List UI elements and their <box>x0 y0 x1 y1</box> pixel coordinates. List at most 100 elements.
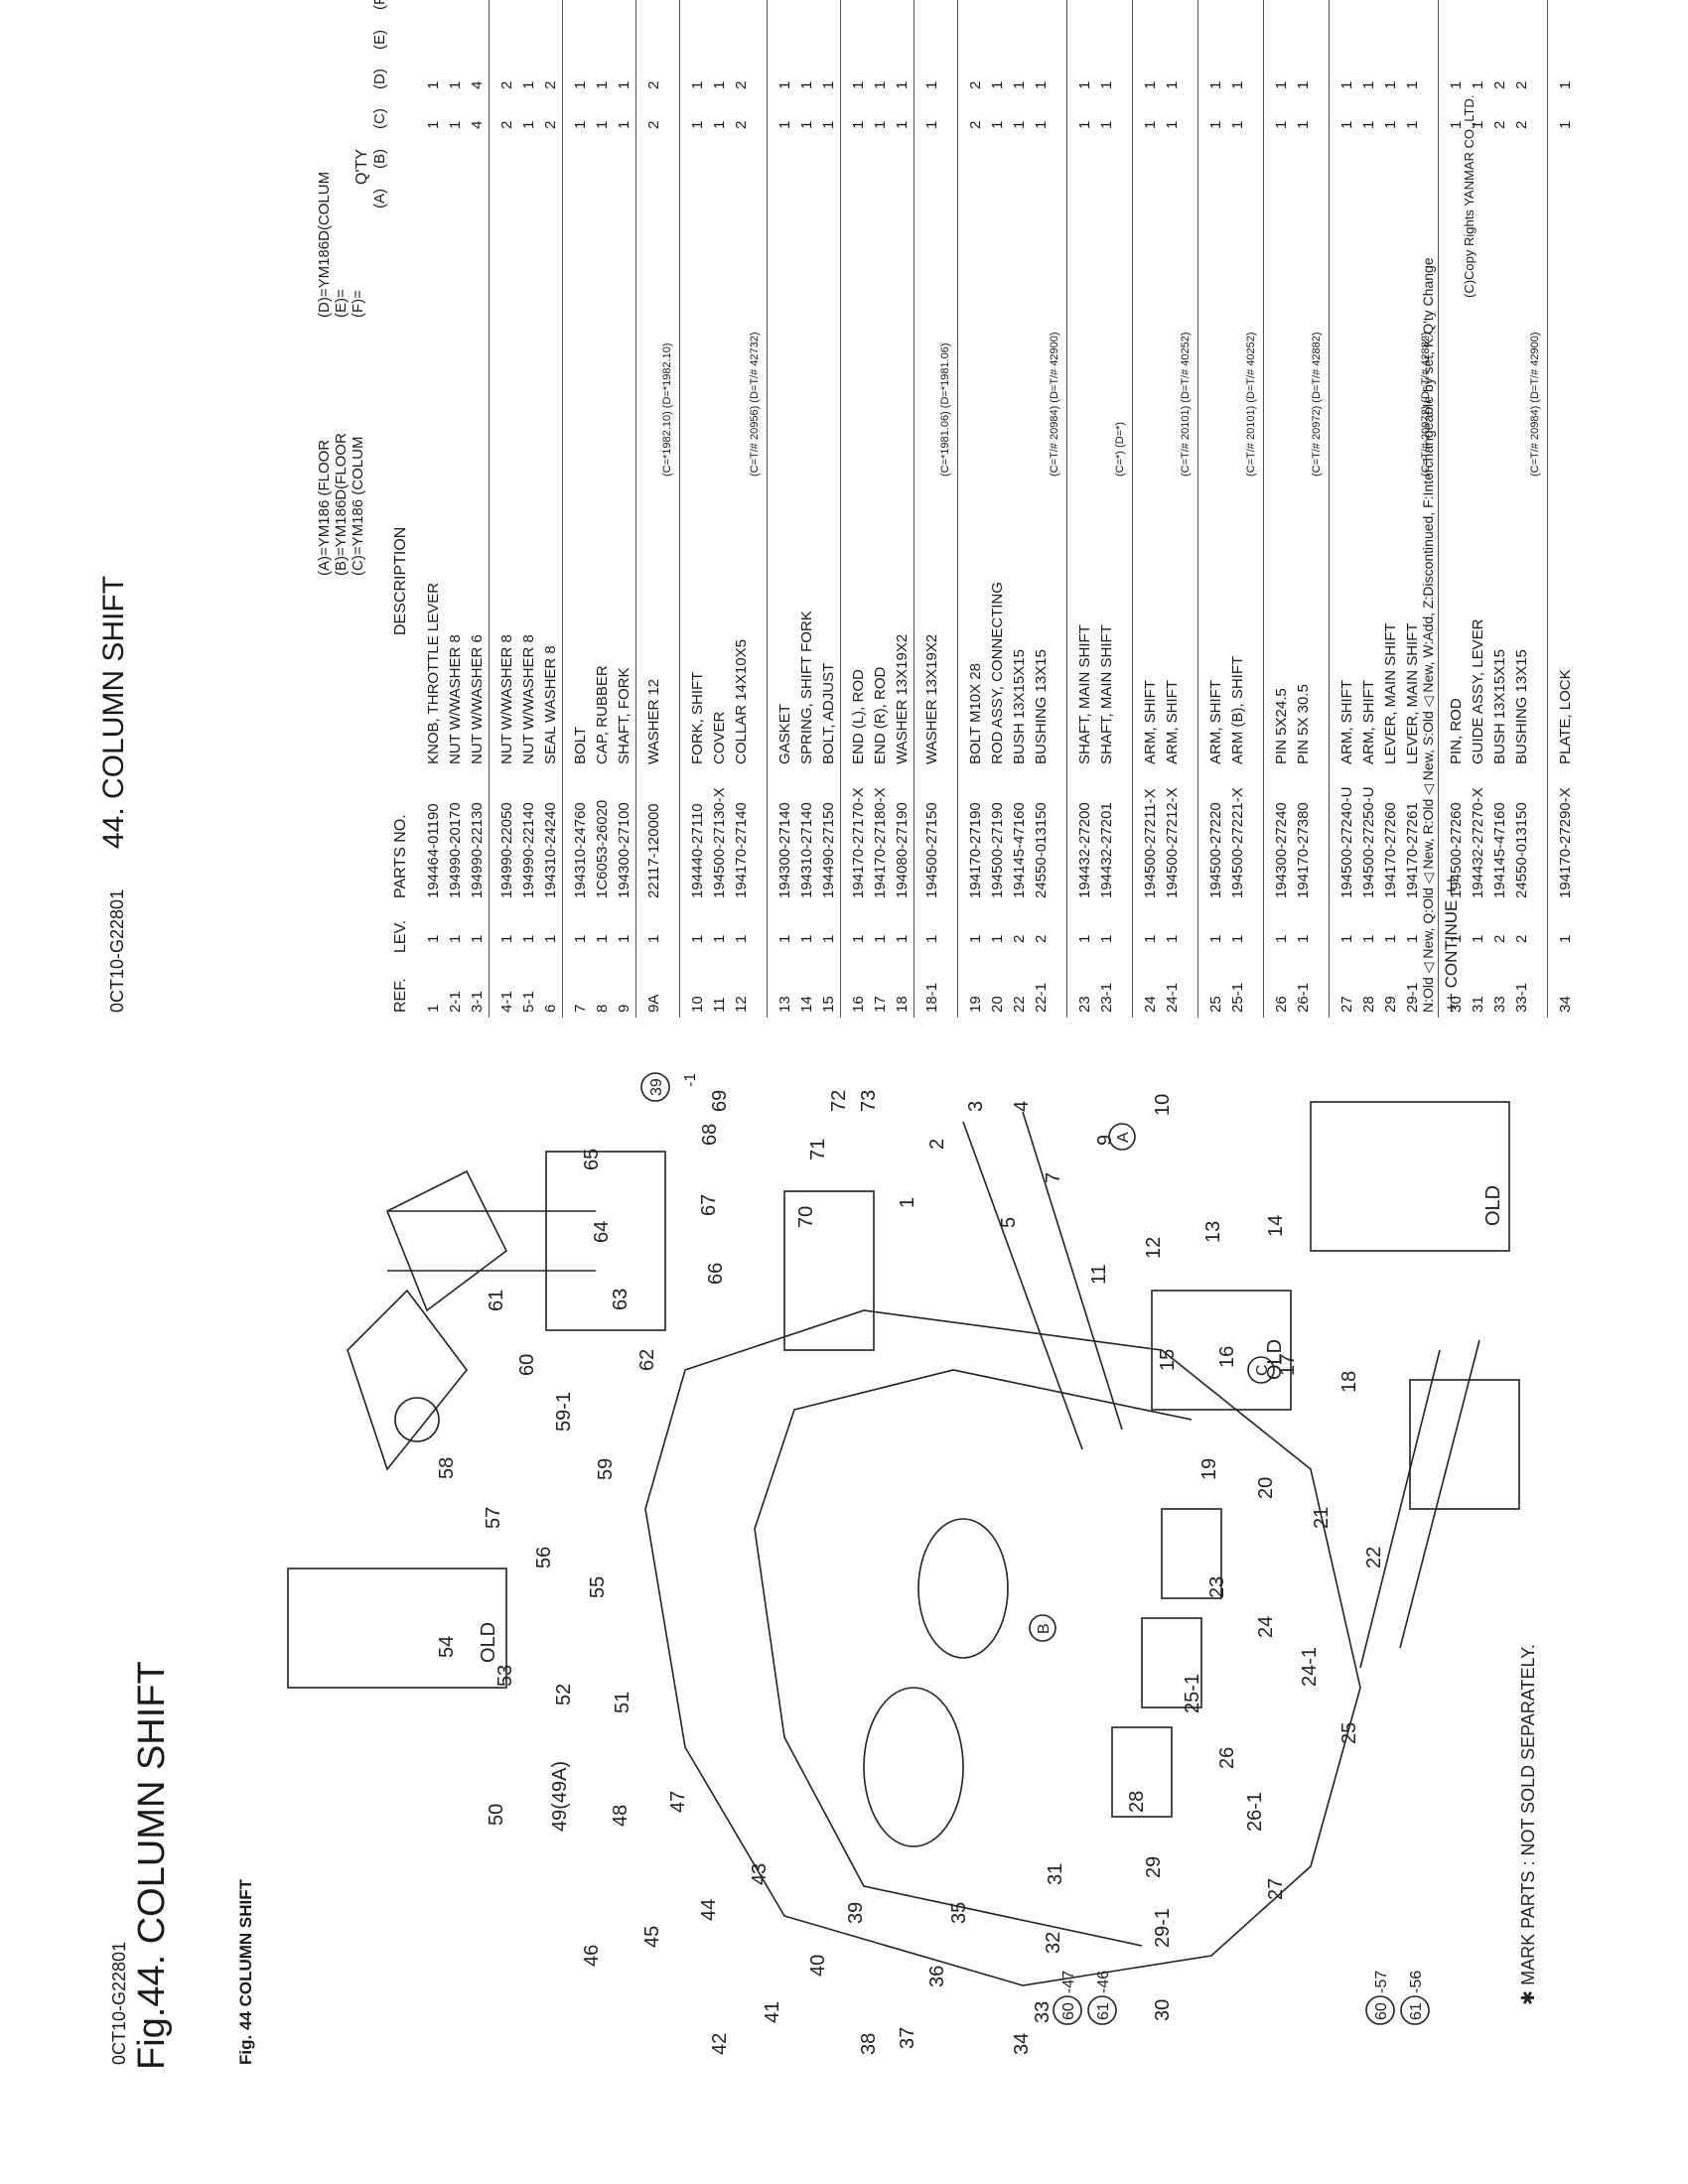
row-qty-d: 1 <box>798 80 815 89</box>
row-qty-d: 2 <box>498 80 515 89</box>
callout-number: 48 <box>610 1805 632 1827</box>
row-description: ARM, SHIFT <box>1142 680 1159 764</box>
row-lev: 1 <box>1382 934 1399 943</box>
row-description: FORK, SHIFT <box>689 671 706 764</box>
callout-number: 68 <box>699 1124 721 1146</box>
row-qty-d: 1 <box>572 80 589 89</box>
row-qty-c: 1 <box>425 120 442 129</box>
row-qty-d: 4 <box>469 80 486 89</box>
callout-number: 24 <box>1255 1616 1277 1638</box>
row-lev: 1 <box>967 934 984 943</box>
row-ref: 16 <box>850 996 867 1013</box>
row-ref: 26 <box>1273 996 1290 1013</box>
row-qty-d: 1 <box>1164 80 1181 89</box>
svg-text:61: 61 <box>1095 2002 1112 2020</box>
not-sold-note: ✱ MARK PARTS : NOT SOLD SEPARATELY. <box>1518 1644 1538 2005</box>
row-part-no: 194170-27140 <box>733 802 750 898</box>
continue-marker: ++ CONTINUE ++ <box>1442 876 1461 1013</box>
svg-text:B: B <box>1036 1623 1053 1634</box>
row-qty-d: 1 <box>1076 80 1093 89</box>
row-lev: 1 <box>1229 934 1246 943</box>
row-part-no: 22117-120000 <box>645 803 662 898</box>
exploded-parts-diagram: OLD OLD OLD 60 -47 61 -46 60 -57 61 <box>287 1072 1538 2055</box>
row-description: SHAFT, MAIN SHIFT <box>1076 624 1093 764</box>
row-part-no: 194310-27140 <box>798 802 815 898</box>
row-qty-d: 2 <box>1513 80 1530 89</box>
row-qty-d: 1 <box>616 80 633 89</box>
callout-number: 73 <box>858 1090 880 1112</box>
row-description: PLATE, LOCK <box>1557 669 1574 764</box>
row-qty-d: 1 <box>1207 80 1224 89</box>
row-part-no: 194170-27261 <box>1404 802 1421 898</box>
callout-number: 49(49A) <box>549 1761 571 1832</box>
row-ref: 2-1 <box>447 991 464 1013</box>
row-part-no: 194310-24760 <box>572 802 589 898</box>
row-ref: 31 <box>1470 996 1486 1013</box>
callout-number: 28 <box>1126 1791 1148 1813</box>
callout-number: 21 <box>1311 1507 1333 1529</box>
row-separator <box>489 0 490 1018</box>
row-description: PIN 5X24.5 <box>1273 688 1290 764</box>
row-ref: 17 <box>872 996 889 1013</box>
row-qty-d: 1 <box>1295 80 1312 89</box>
row-qty-d: 1 <box>1557 80 1574 89</box>
circled-ref-b: B <box>1029 1614 1056 1642</box>
row-lev: 1 <box>850 934 867 943</box>
row-ref: 29-1 <box>1404 982 1421 1013</box>
row-qty-c: 1 <box>1207 120 1224 129</box>
row-qty-c: 1 <box>989 120 1006 129</box>
callout-number: 60 <box>516 1354 538 1376</box>
row-separator <box>1132 0 1133 1018</box>
callout-number: 29-1 <box>1152 1908 1174 1948</box>
row-qty-d: 1 <box>989 80 1006 89</box>
copyright: (C)Copy Rights YANMAR CO.,LTD. <box>1462 94 1477 298</box>
row-ref: 11 <box>711 997 728 1013</box>
row-qty-c: 1 <box>923 120 940 129</box>
row-qty-d: 1 <box>776 80 793 89</box>
row-part-no: 194080-27190 <box>894 802 911 898</box>
callout-number: 51 <box>612 1692 633 1713</box>
callout-number: 15 <box>1157 1349 1179 1371</box>
row-qty-c: 1 <box>520 120 537 129</box>
row-lev: 1 <box>798 934 815 943</box>
row-qty-d: 1 <box>872 80 889 89</box>
row-description: ARM (B), SHIFT <box>1229 655 1246 764</box>
row-qty-c: 2 <box>967 120 984 129</box>
row-description: GASKET <box>776 704 793 764</box>
row-description: ARM, SHIFT <box>1338 680 1355 764</box>
svg-text:-46: -46 <box>1095 1971 1112 1993</box>
row-description: CAP, RUBBER <box>594 665 611 764</box>
row-qty-c: 1 <box>850 120 867 129</box>
callout-number: 31 <box>1045 1863 1066 1885</box>
row-lev: 1 <box>1142 934 1159 943</box>
callout-number: 41 <box>762 2001 783 2023</box>
row-description: BUSH 13X15X15 <box>1491 649 1508 764</box>
row-qty-c: 1 <box>1033 120 1050 129</box>
callout-number: 22 <box>1363 1547 1385 1569</box>
row-description: COLLAR 14X10X5 <box>733 639 750 764</box>
row-qty-d: 1 <box>689 80 706 89</box>
row-serial-note: (C=T/# 20984) (D=T/# 42900) <box>1529 332 1541 477</box>
row-ref: 19 <box>967 996 984 1013</box>
row-description: BOLT <box>572 726 589 764</box>
row-lev: 2 <box>1491 934 1508 943</box>
row-lev: 1 <box>989 934 1006 943</box>
row-qty-c: 1 <box>1557 120 1574 129</box>
row-description: BOLT, ADJUST <box>820 662 837 764</box>
row-part-no: 194145-47160 <box>1011 802 1028 898</box>
row-part-no: 194464-01190 <box>425 803 442 898</box>
row-qty-c: 1 <box>1382 120 1399 129</box>
row-ref: 15 <box>820 996 837 1013</box>
row-part-no: 194500-27130-X <box>711 787 728 898</box>
callout-number: 44 <box>698 1899 720 1921</box>
callout-number: 27 <box>1265 1878 1287 1900</box>
row-description: SHAFT, MAIN SHIFT <box>1098 624 1115 764</box>
row-qty-c: 1 <box>776 120 793 129</box>
row-serial-note: (C=T/# 20956) (D=T/# 42732) <box>749 332 761 477</box>
row-part-no: 24550-013150 <box>1513 802 1530 898</box>
row-description: LEVER, MAIN SHIFT <box>1404 622 1421 764</box>
callout-number: 7 <box>1043 1172 1064 1183</box>
row-ref: 29 <box>1382 996 1399 1013</box>
